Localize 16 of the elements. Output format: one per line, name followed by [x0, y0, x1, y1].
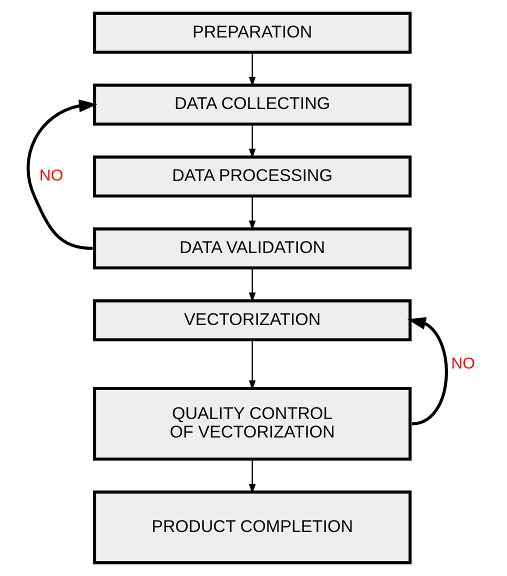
arrow: [248, 268, 256, 302]
arrow: [248, 52, 256, 87]
arrow: [248, 196, 256, 230]
arrow: [248, 124, 256, 158]
node-box: PRODUCT COMPLETION: [92, 490, 412, 564]
node-box: QUALITY CONTROL OF VECTORIZATION: [92, 386, 412, 461]
node-box: DATA PROCESSING: [92, 156, 412, 198]
arrow: [26, 99, 97, 250]
edge-label: NO: [450, 355, 474, 372]
node-box: DATA COLLECTING: [92, 84, 412, 126]
node-box: VECTORIZATION: [92, 299, 412, 342]
arrow: [248, 459, 256, 494]
edge-label: NO: [38, 168, 63, 185]
arrow: [406, 317, 448, 426]
node-box: PREPARATION: [92, 12, 412, 54]
node-box: DATA VALIDATION: [92, 227, 412, 270]
